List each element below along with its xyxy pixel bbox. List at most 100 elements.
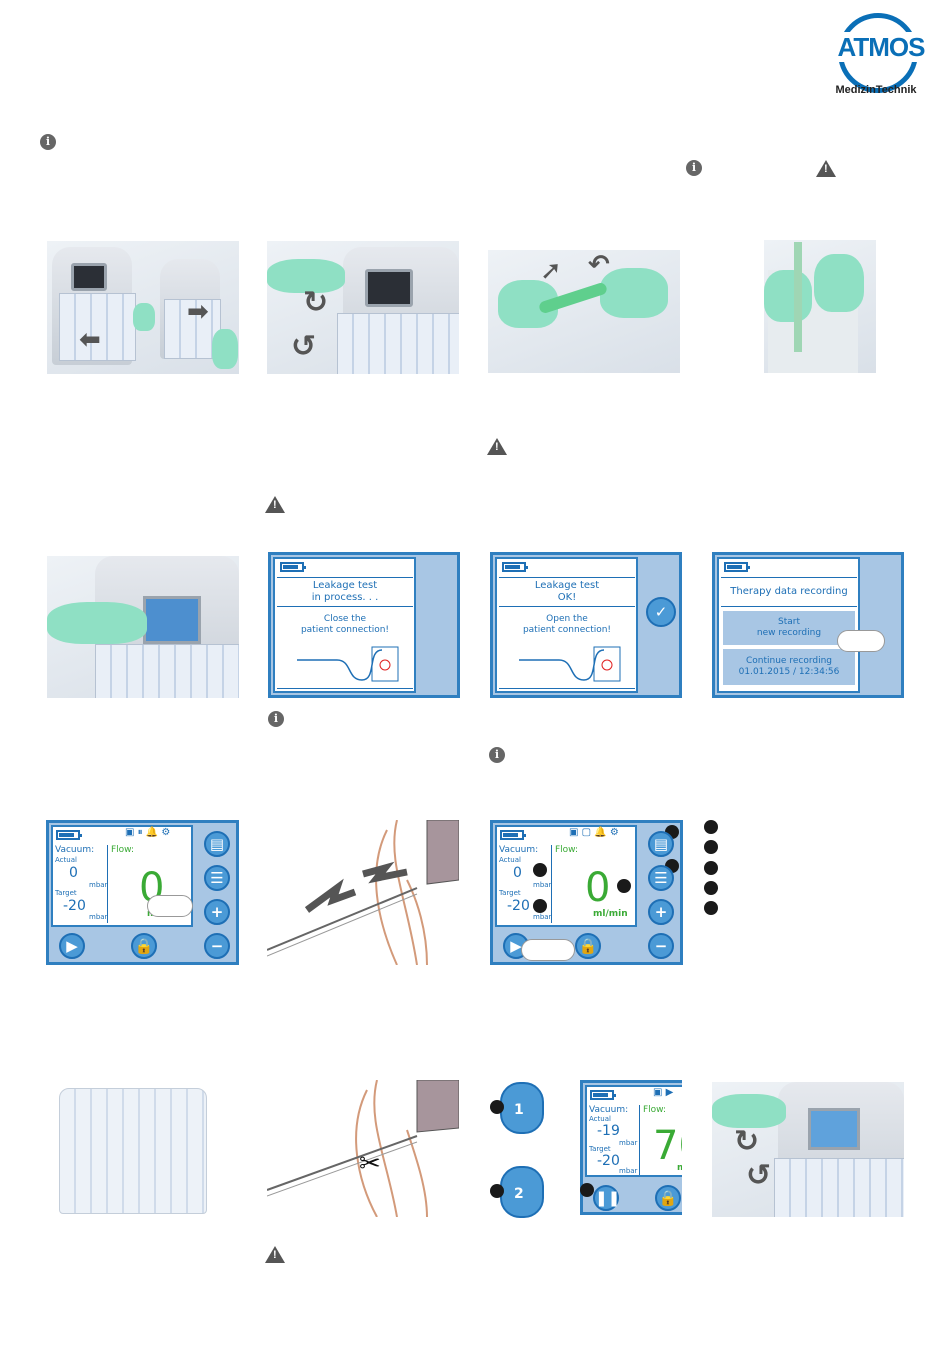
photo-open-packaging: ➚ ↶ [488, 250, 680, 373]
drawing-clamp-cut: ✂ [267, 1080, 459, 1217]
warning-triangle-icon [816, 160, 836, 177]
photo-connect-tube: ↻ ↺ [267, 241, 459, 374]
target-label: Target [55, 889, 77, 897]
flow-label: Flow: [555, 845, 579, 855]
play-button[interactable]: ▶ [59, 933, 85, 959]
info-icon: i [489, 747, 505, 763]
leak-ok-title-2: OK! [557, 592, 577, 603]
tube-open-illustration [519, 646, 621, 682]
minus-button[interactable]: − [204, 933, 230, 959]
photo-press-screen [47, 556, 239, 698]
battery-icon [280, 562, 306, 572]
vacuum-label: Vacuum: [499, 845, 539, 855]
minus-button[interactable]: − [648, 933, 674, 959]
screen-leakage-test-process: Leakage test in process. . . Close the p… [268, 552, 460, 698]
tube-connect-illustration [297, 646, 399, 682]
callout-dot [617, 879, 631, 893]
screen-main-bottom-cropped: ▣ ▶ Vacuum: Actual -19 mbar Target -20 m… [580, 1080, 682, 1215]
battery-icon [56, 830, 82, 840]
vacuum-label: Vacuum: [55, 845, 95, 855]
start-new-recording-button[interactable]: Start new recording [723, 611, 855, 645]
chart-button[interactable]: ▤ [204, 831, 230, 857]
actual-value: -19 [597, 1123, 620, 1139]
leak-msg-1: Close the [323, 614, 367, 624]
flow-label: Flow: [111, 845, 135, 855]
actual-label: Actual [55, 856, 77, 864]
lock-button[interactable]: 🔒 [655, 1185, 681, 1211]
target-unit: mbar [533, 913, 552, 921]
target-value: -20 [63, 898, 86, 914]
chart-button[interactable]: ▤ [648, 831, 674, 857]
drawing-connect-wound [267, 820, 459, 965]
legend-dot-2 [704, 840, 718, 854]
flow-label: Flow: [643, 1105, 667, 1115]
lock-button[interactable]: 🔒 [575, 933, 601, 959]
confirm-check-button[interactable]: ✓ [646, 597, 676, 627]
actual-value: 0 [69, 865, 78, 881]
plus-button[interactable]: + [648, 899, 674, 925]
screen-leakage-test-ok: Leakage test OK! Open the patient connec… [490, 552, 682, 698]
status-icons: ▣ ⏸ 🔔 ⚙ [125, 827, 171, 838]
leak-ok-title-1: Leakage test [534, 580, 600, 591]
warning-triangle-icon [265, 496, 285, 513]
plus-button[interactable]: + [204, 899, 230, 925]
continue-label-2: 01.01.2015 / 12:34:56 [738, 667, 840, 677]
legend-dot-3 [704, 861, 718, 875]
leak-ok-msg-2: patient connection! [522, 625, 612, 635]
menu-button[interactable]: ☰ [648, 865, 674, 891]
lock-1-icon: 1 [490, 1082, 544, 1134]
battery-icon [500, 830, 526, 840]
callout-dot [490, 1100, 504, 1114]
finger-pointer [837, 630, 885, 652]
photo-empty-canister [47, 1082, 212, 1217]
play-button[interactable]: ▶ [503, 933, 529, 959]
actual-unit: mbar [533, 881, 552, 889]
start-label-2: new recording [756, 628, 822, 638]
legend-dot-4 [704, 881, 718, 895]
info-icon: i [268, 711, 284, 727]
battery-icon [724, 562, 750, 572]
lock-2-icon: 2 [490, 1166, 544, 1218]
status-icons: ▣ ▢ 🔔 ⚙ [569, 827, 619, 838]
actual-unit: mbar [619, 1139, 638, 1147]
warning-triangle-icon [265, 1246, 285, 1263]
vacuum-label: Vacuum: [589, 1105, 629, 1115]
callout-dot [490, 1184, 504, 1198]
target-label: Target [589, 1145, 611, 1153]
continue-recording-button[interactable]: Continue recording 01.01.2015 / 12:34:56 [723, 649, 855, 685]
info-icon: i [686, 160, 702, 176]
battery-icon [502, 562, 528, 572]
finger-pointer [147, 895, 193, 917]
lock-button[interactable]: 🔒 [131, 933, 157, 959]
leak-title-1: Leakage test [312, 580, 378, 591]
continue-label-1: Continue recording [746, 656, 832, 666]
finger-pointer [521, 939, 575, 961]
actual-value: 0 [513, 865, 522, 881]
photo-remove-canister: ⬅ ➡ [47, 241, 239, 374]
leak-title-2: in process. . . [311, 592, 379, 603]
lock-2-number: 2 [514, 1186, 524, 1202]
target-unit: mbar [619, 1167, 638, 1175]
legend-dot-1 [704, 820, 718, 834]
recording-title: Therapy data recording [730, 586, 848, 597]
target-unit: mbar [89, 913, 108, 921]
actual-label: Actual [589, 1115, 611, 1123]
lock-1-number: 1 [514, 1102, 524, 1118]
actual-unit: mbar [89, 881, 108, 889]
info-icon: i [40, 134, 56, 150]
pause-button[interactable]: ❚❚ [593, 1185, 620, 1211]
screen-main-left: ▣ ⏸ 🔔 ⚙ Vacuum: Actual 0 mbar Target -20… [46, 820, 239, 965]
target-value: -20 [507, 898, 530, 914]
leak-ok-msg-1: Open the [546, 614, 588, 624]
svg-text:✂: ✂ [359, 1149, 381, 1179]
menu-button[interactable]: ☰ [204, 865, 230, 891]
flow-unit: ml/min [593, 909, 628, 919]
logo-wordmark: ATMOS [829, 32, 933, 62]
target-label: Target [499, 889, 521, 897]
logo-subtitle: MedizinTechnik [835, 84, 917, 96]
flow-unit: m [677, 1163, 682, 1173]
target-value: -20 [597, 1153, 620, 1169]
actual-label: Actual [499, 856, 521, 864]
callout-dot [533, 899, 547, 913]
photo-remove-tube [764, 240, 876, 373]
